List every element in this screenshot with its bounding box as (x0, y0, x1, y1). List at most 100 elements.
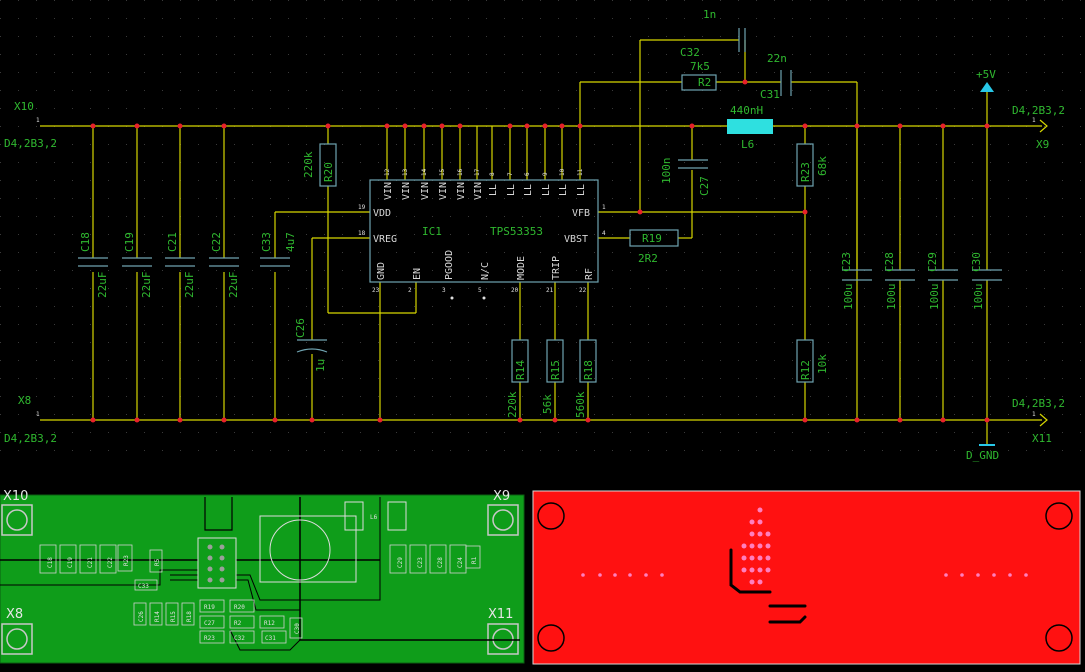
svg-text:LL: LL (576, 184, 587, 196)
pcb-top-view[interactable]: X10 X9 X8 X11 C18 C19 C21 C22 R23 R5 C33… (0, 489, 525, 664)
svg-text:C30: C30 (970, 252, 983, 272)
svg-text:11: 11 (577, 168, 584, 176)
resistor-r15[interactable]: R15 56k (541, 339, 564, 414)
svg-text:C28: C28 (883, 252, 896, 272)
svg-text:R14: R14 (514, 360, 527, 380)
svg-text:1: 1 (602, 204, 606, 211)
svg-text:X8: X8 (6, 607, 23, 622)
svg-text:R18: R18 (582, 360, 595, 380)
capacitor-c31[interactable]: 22n C31 (760, 52, 792, 101)
svg-text:16: 16 (457, 168, 464, 176)
svg-text:R18: R18 (186, 611, 193, 622)
svg-text:1u: 1u (314, 359, 327, 372)
connector-x9-type: D4,2B3,2 (1012, 104, 1065, 117)
svg-text:9: 9 (542, 172, 549, 176)
ic1-tps53353[interactable]: IC1 TPS53353 VIN VIN VIN VIN VIN VIN LL … (358, 168, 606, 300)
svg-text:100n: 100n (660, 158, 673, 185)
svg-text:C31: C31 (760, 88, 780, 101)
resistor-r2[interactable]: R2 7k5 (681, 60, 717, 91)
svg-text:C19: C19 (123, 232, 136, 252)
vcc-5v-symbol: +5V (976, 68, 996, 92)
svg-text:1: 1 (1032, 117, 1036, 124)
connector-x11-name: X11 (1032, 432, 1052, 445)
capacitor-c23[interactable]: C23 100u (840, 252, 872, 310)
svg-text:VIN: VIN (456, 182, 467, 200)
capacitor-c18[interactable]: C18 22uF (78, 232, 109, 298)
svg-text:C30: C30 (294, 623, 301, 634)
svg-text:2: 2 (408, 287, 412, 294)
capacitor-c32[interactable]: 1n C32 (680, 8, 746, 59)
resistor-r12[interactable]: R12 10k (796, 339, 829, 383)
svg-text:C32: C32 (234, 635, 245, 642)
capacitor-c26[interactable]: C26 1u (294, 318, 328, 372)
svg-text:D_GND: D_GND (966, 449, 999, 462)
svg-text:R20: R20 (234, 604, 245, 611)
capacitor-c28[interactable]: C28 100u (883, 252, 915, 310)
svg-text:22uF: 22uF (96, 272, 109, 299)
svg-text:TRIP: TRIP (551, 256, 562, 280)
connector-x11-type: D4,2B3,2 (1012, 397, 1065, 410)
svg-text:X10: X10 (3, 489, 28, 504)
svg-text:VDD: VDD (373, 208, 391, 219)
svg-text:56k: 56k (541, 394, 554, 414)
svg-text:RF: RF (584, 268, 595, 280)
svg-text:R2: R2 (698, 76, 711, 89)
svg-text:1: 1 (36, 411, 40, 418)
svg-text:13: 13 (402, 168, 409, 176)
connector-x9-name: X9 (1036, 138, 1049, 151)
capacitor-c30[interactable]: C30 100u (970, 252, 1002, 310)
svg-text:220k: 220k (302, 151, 315, 178)
svg-text:X9: X9 (493, 489, 510, 504)
svg-text:LL: LL (488, 184, 499, 196)
svg-text:C19: C19 (67, 557, 74, 568)
capacitor-c33[interactable]: C33 4u7 (260, 232, 297, 267)
capacitor-c19[interactable]: C19 22uF (122, 232, 153, 298)
svg-text:VIN: VIN (401, 182, 412, 200)
resistor-r23[interactable]: R23 68k (796, 143, 829, 187)
inductor-l6[interactable]: 440nH L6 (727, 104, 773, 151)
capacitor-c29[interactable]: C29 100u (926, 252, 958, 310)
junction-dots (90, 79, 990, 423)
svg-text:MODE: MODE (516, 256, 527, 280)
svg-text:R23: R23 (204, 635, 215, 642)
resistor-r20[interactable]: R20 220k (302, 143, 337, 187)
capacitor-c21[interactable]: C21 22uF (165, 232, 196, 298)
svg-text:440nH: 440nH (730, 104, 763, 117)
svg-text:21: 21 (546, 287, 554, 294)
capacitor-c27[interactable]: 100n C27 (660, 158, 711, 197)
svg-text:C33: C33 (138, 583, 149, 590)
svg-text:14: 14 (421, 168, 428, 176)
svg-text:VIN: VIN (473, 182, 484, 200)
svg-text:20: 20 (511, 287, 519, 294)
svg-text:R15: R15 (549, 360, 562, 380)
svg-text:10: 10 (559, 168, 566, 176)
ground-symbol: D_GND (966, 444, 999, 462)
resistor-r14[interactable]: R14 220k (506, 339, 529, 418)
svg-text:C29: C29 (926, 252, 939, 272)
svg-text:C29: C29 (397, 557, 404, 568)
wires (40, 39, 1042, 444)
svg-text:R5: R5 (154, 558, 161, 566)
svg-text:100u: 100u (842, 284, 855, 311)
connector-x8[interactable]: X8 1 D4,2B3,2 (4, 394, 57, 445)
svg-text:C22: C22 (210, 232, 223, 252)
resistor-r18[interactable]: R18 560k (574, 339, 597, 418)
connector-x11[interactable]: D4,2B3,2 X11 1 (1012, 397, 1065, 445)
svg-text:22uF: 22uF (183, 272, 196, 299)
svg-text:22uF: 22uF (140, 272, 153, 299)
connector-x9[interactable]: D4,2B3,2 X9 1 (1012, 104, 1065, 151)
svg-text:560k: 560k (574, 391, 587, 418)
svg-text:100u: 100u (972, 284, 985, 311)
svg-text:23: 23 (372, 287, 380, 294)
connector-x10[interactable]: X10 1 D4,2B3,2 (4, 100, 57, 150)
capacitor-c22[interactable]: C22 22uF (209, 232, 240, 298)
svg-text:R15: R15 (170, 611, 177, 622)
resistor-r19[interactable]: R19 2R2 (629, 229, 679, 265)
svg-text:1n: 1n (703, 8, 716, 21)
svg-text:18: 18 (358, 230, 366, 237)
svg-text:C31: C31 (265, 635, 276, 642)
pcb-bottom-view[interactable] (532, 490, 1081, 665)
connector-x10-type: D4,2B3,2 (4, 137, 57, 150)
svg-text:6: 6 (524, 172, 531, 176)
svg-text:R12: R12 (799, 360, 812, 380)
